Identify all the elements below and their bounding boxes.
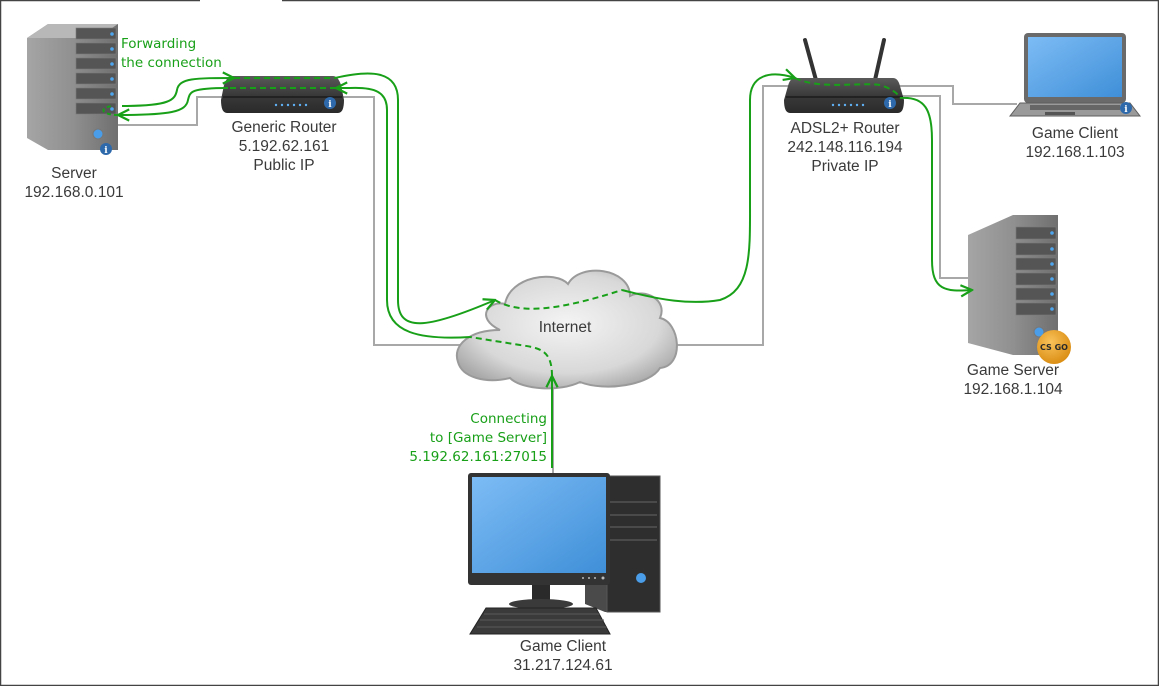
link-internet-adsl (672, 85, 790, 346)
internet-name: Internet (538, 319, 592, 336)
internet-inner-path-1 (469, 336, 553, 377)
generic-router-role: Public IP (253, 157, 315, 174)
game-server-ip: 192.168.1.104 (963, 381, 1063, 398)
svg-text:i: i (104, 146, 108, 156)
link-adsl-gameserver (898, 95, 970, 279)
internet-cloud-icon[interactable] (455, 269, 678, 390)
svg-text:CS GO: CS GO (1040, 343, 1068, 352)
desktop-client-icon[interactable] (468, 473, 661, 635)
forwarding-note: Forwarding the connection (121, 35, 222, 73)
adsl-inner-path (794, 77, 901, 99)
connection-paths (102, 72, 972, 468)
adsl-router-role: Private IP (811, 158, 879, 175)
generic-router-name: Generic Router (231, 119, 337, 136)
laptop-client-ip: 192.168.1.103 (1025, 144, 1125, 161)
desktop-client-label: Game Client 31.217.124.61 (498, 637, 628, 675)
internet-inner-path-2 (494, 289, 623, 310)
adsl-router-name: ADSL2+ Router (790, 120, 900, 137)
internet-to-adsl-path (621, 74, 795, 303)
internet-to-router-path (349, 86, 471, 339)
generic-router-icon[interactable]: i (221, 76, 344, 113)
network-links (110, 85, 1017, 480)
svg-text:i: i (1124, 105, 1128, 115)
connecting-note: Connecting to [Game Server] 5.192.62.161… (395, 410, 547, 467)
forwarding-line-2: the connection (121, 55, 222, 71)
adsl-router-ip: 242.148.116.194 (787, 139, 903, 156)
csgo-badge-icon: CS GO (1037, 330, 1071, 364)
connecting-line-3: 5.192.62.161:27015 (409, 449, 547, 465)
laptop-client-icon[interactable]: i (1008, 33, 1142, 117)
router-to-server-path (118, 87, 229, 115)
router-to-internet-path (334, 72, 495, 325)
desktop-client-name: Game Client (519, 638, 607, 655)
forwarding-line-1: Forwarding (121, 36, 197, 52)
game-server-name: Game Server (966, 362, 1060, 379)
server-name: Server (51, 165, 97, 182)
desktop-client-ip: 31.217.124.61 (513, 657, 613, 674)
server-icon[interactable]: i (27, 24, 118, 156)
game-server-label: Game Server 192.168.1.104 (948, 361, 1078, 399)
adsl-router-icon[interactable]: i (784, 38, 904, 113)
info-icon (100, 143, 112, 155)
laptop-client-name: Game Client (1031, 125, 1119, 142)
link-router-internet (335, 96, 460, 346)
svg-text:i: i (888, 100, 892, 110)
connecting-line-2: to [Game Server] (429, 430, 547, 446)
laptop-client-label: Game Client 192.168.1.103 (1010, 124, 1140, 162)
server-label: Server 192.168.0.101 (14, 164, 134, 202)
server-loop-path (102, 105, 119, 116)
game-server-icon[interactable]: CS GO (968, 215, 1071, 364)
info-icon (324, 97, 336, 109)
info-icon (884, 97, 896, 109)
server-ip: 192.168.0.101 (24, 184, 124, 201)
link-server-router (110, 96, 230, 126)
info-icon (1120, 102, 1132, 114)
internet-label: Internet (520, 318, 610, 337)
generic-router-label: Generic Router 5.192.62.161 Public IP (220, 118, 348, 175)
link-adsl-laptop (898, 85, 1017, 105)
adsl-to-gameserver-path (899, 96, 972, 291)
frame-gap (200, 0, 282, 2)
generic-router-ip: 5.192.62.161 (238, 138, 330, 155)
adsl-router-label: ADSL2+ Router 242.148.116.194 Private IP (775, 119, 915, 176)
svg-text:i: i (328, 100, 332, 110)
connecting-line-1: Connecting (470, 411, 547, 427)
server-to-router-path (121, 78, 234, 107)
